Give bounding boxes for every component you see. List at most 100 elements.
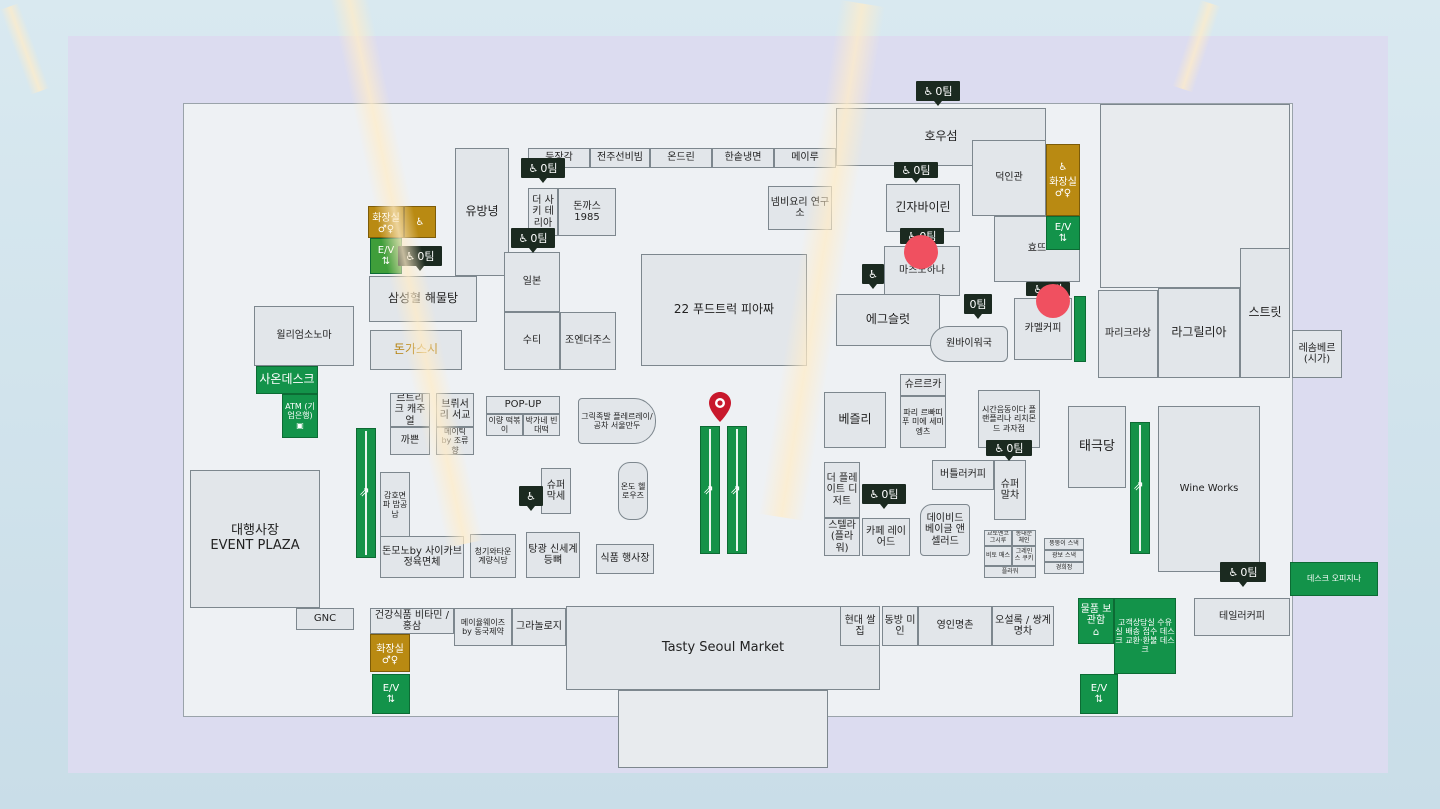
escalator-left[interactable]: ⇗ xyxy=(356,428,376,558)
restroom-left[interactable]: 화장실♂♀ xyxy=(368,206,404,238)
store-foodtruck[interactable]: 22 푸드트럭 피아짜 xyxy=(641,254,807,366)
team-badge-super[interactable]: ♿ xyxy=(519,486,543,511)
store-jeonju[interactable]: 전주선비빔 xyxy=(590,148,650,168)
elevator-bottom-left[interactable]: E/V⇅ xyxy=(372,674,410,714)
store-ilbon[interactable]: 일본 xyxy=(504,252,560,312)
store-paris[interactable]: 파리크라상 xyxy=(1098,290,1158,378)
store-meiru[interactable]: 메이루 xyxy=(774,148,836,168)
saon-desk[interactable]: 사온데스크 xyxy=(256,366,318,394)
escalator-center-2[interactable]: ⇗ xyxy=(727,426,747,554)
store-gnc[interactable]: GNC xyxy=(296,608,354,630)
customer-service[interactable]: 고객상담실 수유실 배송 접수 데스크 교환·환불 데스크 xyxy=(1114,598,1176,674)
store-suti[interactable]: 수티 xyxy=(504,312,560,370)
store-shurrca[interactable]: 슈르르카 xyxy=(900,374,946,396)
store-label: 그레인스 쿠키 xyxy=(1014,548,1034,562)
store-ginza[interactable]: 긴자바이린 xyxy=(886,184,960,232)
store-health[interactable]: 건강식품 비타민 / 홍삼 xyxy=(370,608,454,634)
store-small8[interactable]: 플라워 xyxy=(984,566,1036,578)
store-super[interactable]: 슈퍼 막세 xyxy=(541,468,571,514)
team-badge-ginza[interactable]: ♿0팀 xyxy=(894,162,938,183)
store-lotrik[interactable]: 르트리크 캐주얼 xyxy=(390,393,430,427)
store-dolmono[interactable]: 돈모노by 사이카브 정육면체 xyxy=(380,536,464,578)
store-meitik[interactable]: 메이틱 by 조류향 xyxy=(436,427,474,455)
store-wine[interactable]: Wine Works xyxy=(1158,406,1260,572)
accessible-left[interactable]: ♿ xyxy=(404,206,436,238)
escalator-center-1[interactable]: ⇗ xyxy=(700,426,720,554)
team-badge-dungjang[interactable]: ♿0팀 xyxy=(521,158,565,183)
store-brewery[interactable]: 브뤼서리 서교 xyxy=(436,393,474,427)
escalator-icon: ⇗ xyxy=(1133,479,1144,494)
store-rainbow[interactable]: 레솜베르 (시가) xyxy=(1292,330,1342,378)
store-lagrill[interactable]: 라그릴리아 xyxy=(1158,288,1240,378)
store-street[interactable]: 스트릿 xyxy=(1240,248,1290,378)
store-egglet[interactable]: 에그슬럿 xyxy=(836,294,940,346)
store-yubang[interactable]: 유방녕 xyxy=(455,148,509,276)
team-badge-hou[interactable]: ♿0팀 xyxy=(916,81,960,106)
store-bakgane[interactable]: 박가네 빈대떡 xyxy=(523,414,560,436)
atm-kiosk[interactable]: ATM (기업은행) ▣ xyxy=(282,394,318,438)
store-butler[interactable]: 버틀러커피 xyxy=(932,460,994,490)
restroom-right[interactable]: ♿화장실♂♀ xyxy=(1046,144,1080,216)
store-bejelli[interactable]: 베즐리 xyxy=(824,392,886,448)
store-small6[interactable]: 광보 스낵 xyxy=(1044,550,1084,562)
store-small5[interactable]: 뚱뚱이 스낵 xyxy=(1044,538,1084,550)
restroom-bottom[interactable]: 화장실♂♀ xyxy=(370,634,410,672)
store-gamsung[interactable]: 감호면파 밥공남 xyxy=(380,472,410,538)
escalator-right[interactable]: ⇗ xyxy=(1130,422,1150,554)
desk-officina[interactable]: 데스크 오피지나 xyxy=(1290,562,1378,596)
team-badge-ilbon[interactable]: ♿0팀 xyxy=(511,228,555,253)
store-small1[interactable]: 교토멘코 그시루 xyxy=(984,530,1012,546)
store-tanggang[interactable]: 탕광 신세계등뼈 xyxy=(526,532,580,578)
store-tasty[interactable]: Tasty Seoul Market xyxy=(566,606,880,690)
store-donga[interactable]: 돈가스시 xyxy=(370,330,462,370)
store-donkatsu[interactable]: 돈까스 1985 xyxy=(558,188,616,236)
team-badge-sigan[interactable]: ♿0팀 xyxy=(986,440,1032,461)
store-ondo[interactable]: 온도 헬로우즈 xyxy=(618,462,648,520)
team-badge-plate[interactable]: ♿0팀 xyxy=(862,484,906,509)
store-yiyang[interactable]: 이량 떡볶이 xyxy=(486,414,523,436)
store-onebay[interactable]: 원바이워국 xyxy=(930,326,1008,362)
store-granola[interactable]: 그라놀로지 xyxy=(512,608,566,646)
team-badge-tailor[interactable]: ♿0팀 xyxy=(1220,562,1266,587)
store-paris2[interactable]: 파리 르빠띠푸 미에 세미엥츠 xyxy=(900,396,946,448)
store-joend[interactable]: 조엔더주스 xyxy=(560,312,616,370)
store-popup[interactable]: POP-UP xyxy=(486,396,560,414)
store-tailor[interactable]: 테일러커피 xyxy=(1194,598,1290,636)
store-label: 카페 레이어드 xyxy=(866,525,906,549)
team-badge-egglet[interactable]: 0팀 xyxy=(964,294,992,319)
store-small3[interactable]: 비토 매스 xyxy=(984,546,1012,566)
store-small2[interactable]: 동대문 체인 xyxy=(1012,530,1036,546)
team-badge-matsuno[interactable]: ♿ xyxy=(862,264,884,289)
store-deokin[interactable]: 덕인관 xyxy=(972,140,1046,216)
store-greek[interactable]: 그릭족발 플레르레이/공차 서울만두 xyxy=(578,398,656,444)
elevator-right[interactable]: E/V⇅ xyxy=(1046,216,1080,250)
store-kkaebeun[interactable]: 까쁜 xyxy=(390,427,430,455)
store-super-malcha[interactable]: 슈퍼 말차 xyxy=(994,460,1026,520)
store-osulrok[interactable]: 오설록 / 쌍계명차 xyxy=(992,606,1054,646)
restroom-label: 화장실 xyxy=(372,213,400,224)
store-sigan[interactable]: 시간음동이다 플랜플리나 리치몬드 과자점 xyxy=(978,390,1040,448)
team-badge-samsung[interactable]: ♿0팀 xyxy=(398,246,442,271)
store-dongbang[interactable]: 동방 미인 xyxy=(882,606,918,646)
store-small7[interactable]: 경희정 xyxy=(1044,562,1084,574)
store-david[interactable]: 데이비드 베이글 앤셀러드 xyxy=(920,504,970,556)
store-meiul[interactable]: 메이율웨이즈 by 동국제약 xyxy=(454,608,512,646)
store-cafe-layered[interactable]: 카페 레이어드 xyxy=(862,518,910,556)
store-hanseung[interactable]: 한솥냉면 xyxy=(712,148,774,168)
store-yeongin[interactable]: 영인명촌 xyxy=(918,606,992,646)
store-plate[interactable]: 더 플레이트 디저트 xyxy=(824,462,860,518)
store-chungki[interactable]: 청기와타운 계량식당 xyxy=(470,534,516,578)
store-nembi[interactable]: 넴비요리 연구소 xyxy=(768,186,832,230)
store-sikpum[interactable]: 식품 행사장 xyxy=(596,544,654,574)
store-ondeuri[interactable]: 온드린 xyxy=(650,148,712,168)
store-william[interactable]: 윌리엄소노마 xyxy=(254,306,354,366)
elevator-bottom-right[interactable]: E/V⇅ xyxy=(1080,674,1118,714)
event-plaza[interactable]: 대행사장 EVENT PLAZA xyxy=(190,470,320,608)
store-stella[interactable]: 스텔라 (플라워) xyxy=(824,518,860,556)
locker-area[interactable]: 물품 보관함 ⌂ xyxy=(1078,598,1114,644)
store-taeguk[interactable]: 태극당 xyxy=(1068,406,1126,488)
store-samsung[interactable]: 삼성혈 해물탕 xyxy=(369,276,477,322)
escalator-icon: ⇗ xyxy=(703,483,714,498)
store-small4[interactable]: 그레인스 쿠키 xyxy=(1012,546,1036,566)
store-hyundai[interactable]: 현대 쌀집 xyxy=(840,606,880,646)
